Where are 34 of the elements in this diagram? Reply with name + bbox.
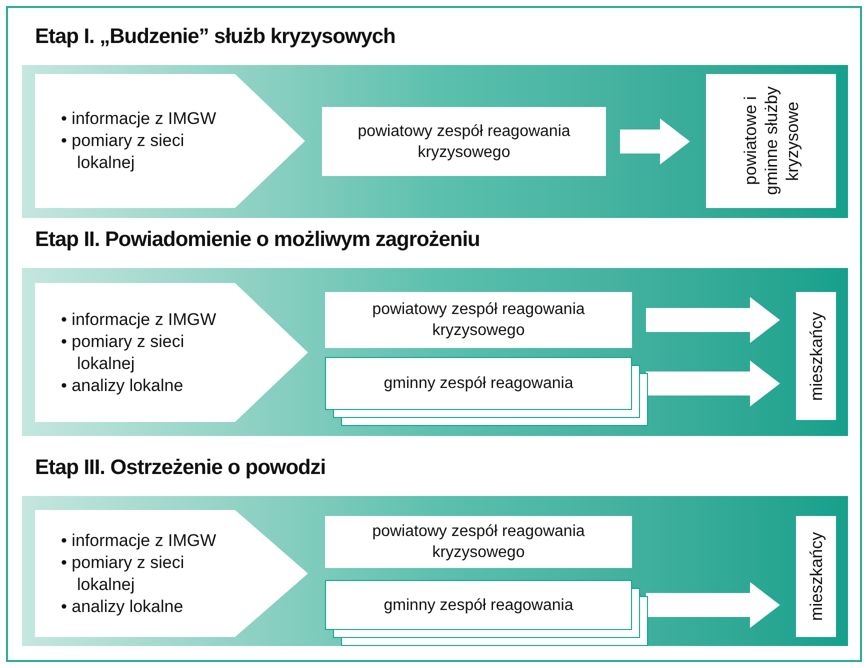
vertical-text: mieszkańcy	[806, 532, 826, 621]
box-text: gminny zespół reagowania	[382, 374, 574, 394]
process-box	[325, 357, 632, 410]
process-box	[325, 580, 632, 630]
bullet-item: • informacje z IMGW	[61, 530, 218, 552]
target-box	[706, 74, 836, 208]
block-arrow	[235, 283, 308, 422]
block-arrow	[620, 118, 690, 164]
bullet-item: • informacje z IMGW	[61, 108, 218, 130]
block-arrow	[235, 74, 305, 208]
bullet-item: • pomiary z sieci lokalnej	[61, 552, 186, 596]
bullet-item: • pomiary z sieci lokalnej	[61, 330, 186, 374]
box-text: powiatowy zespół reagowania kryzysowego	[371, 300, 586, 341]
box-text: powiatowy zespół reagowania kryzysowego	[356, 122, 572, 162]
bullet-item: • pomiary z sieci lokalnej	[61, 130, 186, 174]
target-box	[796, 516, 836, 637]
bullet-item: • analizy lokalne	[61, 596, 184, 618]
box-text: powiatowy zespół reagowania kryzysowego	[371, 522, 586, 563]
bullet-item: • analizy lokalne	[61, 374, 184, 396]
process-box	[325, 292, 632, 348]
target-box	[796, 292, 836, 420]
block-arrow	[235, 510, 308, 637]
block-arrow	[646, 360, 780, 406]
block-arrow	[646, 297, 780, 343]
vertical-text: mieszkańcy	[806, 312, 826, 400]
stage-heading: Etap I. „Budzenie” służb kryzysowych	[35, 24, 396, 50]
bullet-item: • informacje z IMGW	[61, 308, 218, 330]
process-box	[322, 107, 606, 176]
vertical-text: powiatowe i gminne służby kryzysowe	[740, 86, 802, 198]
box-text: gminny zespół reagowania	[382, 596, 574, 616]
stage-heading: Etap II. Powiadomienie o możliwym zagrożeniu	[35, 227, 480, 253]
stage-heading: Etap III. Ostrzeżenie o powodzi	[35, 455, 326, 481]
block-arrow	[646, 582, 780, 628]
process-box	[325, 516, 632, 568]
